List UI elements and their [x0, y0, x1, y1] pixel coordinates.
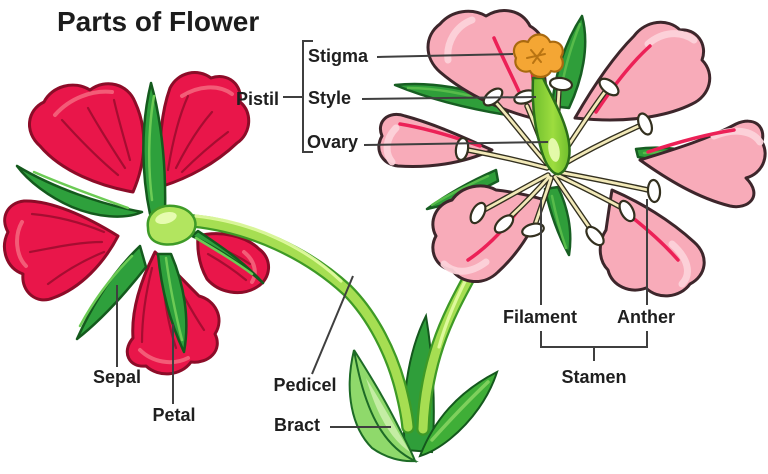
label-stigma: Stigma	[308, 46, 369, 66]
plant-base	[348, 349, 499, 463]
left-flower-back-view	[3, 71, 270, 376]
red-petal-highlights	[15, 85, 257, 365]
bract-leaf-inner	[366, 378, 410, 452]
label-stamen: Stamen	[561, 367, 627, 387]
label-filament: Filament	[502, 307, 578, 327]
stigma-marks	[526, 48, 546, 64]
leader-pedicel	[311, 275, 354, 375]
flower-center-knob	[146, 204, 197, 246]
label-ovary: Ovary	[307, 132, 359, 152]
pistil-structure	[512, 33, 571, 176]
pistil-bracket	[283, 40, 313, 153]
label-bract: Bract	[273, 415, 321, 435]
pink-petal-highlights	[383, 16, 764, 288]
ovary-highlight	[548, 138, 560, 162]
label-anther: Anther	[617, 307, 675, 327]
receptacle-shine	[155, 211, 177, 225]
anther-tip	[636, 112, 654, 136]
sepal-sheen	[32, 94, 254, 342]
anther-tip	[493, 214, 515, 234]
anther-tip	[548, 76, 574, 92]
right-flower-front-view	[377, 9, 767, 298]
anther-tip	[598, 77, 620, 97]
base-right-leaf-sheen	[430, 380, 490, 442]
style-and-ovary	[531, 76, 571, 176]
anther-tip	[618, 199, 636, 223]
diagram-title: Parts of Flower	[57, 6, 260, 37]
label-petal: Petal	[152, 405, 196, 425]
anther-tip	[469, 201, 487, 225]
label-style: Style	[308, 88, 352, 108]
sepal-leaves	[15, 81, 265, 354]
leader-ovary	[363, 141, 549, 146]
label-pedicel: Pedicel	[273, 375, 337, 395]
leader-stigma	[376, 53, 514, 58]
label-pistil: Pistil	[236, 89, 280, 109]
annotation-lines	[116, 40, 648, 428]
anther-tip	[646, 178, 662, 204]
anther-tip	[585, 225, 605, 247]
anther-tip	[521, 222, 545, 238]
stamen-bracket	[540, 331, 648, 361]
leader-style	[361, 96, 537, 100]
receptacle	[146, 204, 197, 246]
label-sepal: Sepal	[92, 367, 142, 387]
